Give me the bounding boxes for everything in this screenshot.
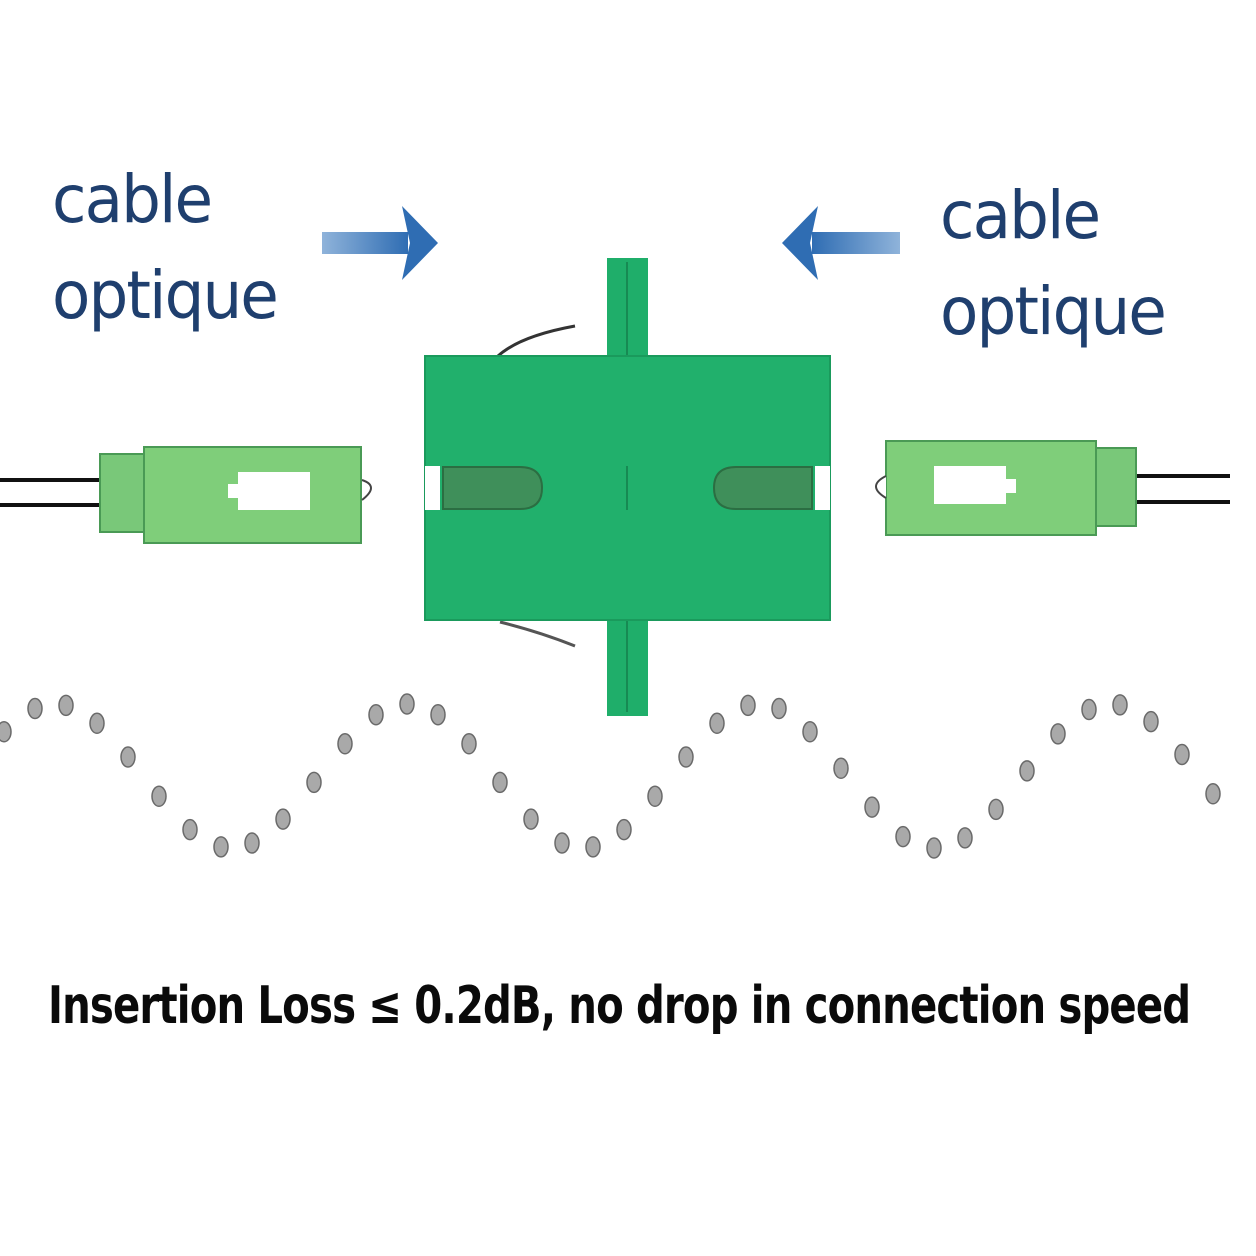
wave-dot <box>771 697 787 720</box>
wave-dot <box>244 832 260 854</box>
right-connector <box>875 440 1230 536</box>
wave-dot <box>833 757 849 780</box>
wave-dot <box>895 825 911 848</box>
wave-dot <box>1174 743 1190 766</box>
arrow-right-icon <box>322 206 438 280</box>
wave-dot <box>1205 783 1221 805</box>
wave-dot <box>120 746 136 768</box>
wave-dot <box>492 771 508 794</box>
fiber-adapter <box>424 258 831 716</box>
wave-dot <box>1081 698 1097 721</box>
wave-dot <box>213 836 229 858</box>
wave-dot <box>182 818 198 841</box>
wave-dot <box>523 808 539 830</box>
wave-dot <box>27 697 43 720</box>
left-label-line1: cable <box>52 161 213 238</box>
wave-dot <box>957 827 973 849</box>
wave-dot <box>647 785 663 808</box>
wave-dot <box>275 808 291 830</box>
wave-dot <box>616 818 632 841</box>
arrow-left-icon <box>782 206 900 280</box>
left-label-line2: optique <box>52 257 279 334</box>
wave-dot <box>1112 694 1128 716</box>
wave-dot <box>1050 723 1066 745</box>
right-label-line1: cable <box>940 177 1101 254</box>
wave-dot <box>709 712 725 735</box>
wave-dot <box>554 832 570 854</box>
wave-dot <box>337 733 353 755</box>
left-cable-label: cable optique <box>52 152 279 344</box>
caption-text: Insertion Loss ≤ 0.2dB, no drop in conne… <box>48 976 1191 1036</box>
wave-dot <box>399 693 415 715</box>
wave-dot <box>988 798 1004 821</box>
wave-dot <box>89 712 105 735</box>
right-label-line2: optique <box>940 273 1167 350</box>
wave-dot <box>306 771 322 794</box>
wave-dot <box>430 703 446 726</box>
wave-dot <box>678 746 694 768</box>
wave-dot <box>461 733 477 755</box>
right-cable-label: cable optique <box>940 168 1167 360</box>
wave-dot <box>0 721 12 743</box>
wave-dot <box>926 837 942 859</box>
signal-wave <box>0 693 1221 859</box>
wave-dot <box>864 796 880 818</box>
wave-dot <box>1143 710 1159 733</box>
wave-dot <box>151 785 167 808</box>
wave-dot <box>58 694 74 717</box>
wave-dot <box>740 694 756 717</box>
wave-dot <box>368 703 384 726</box>
left-connector <box>0 446 372 544</box>
wave-dot <box>802 721 818 743</box>
wave-dot <box>585 836 601 858</box>
wave-dot <box>1019 760 1035 782</box>
